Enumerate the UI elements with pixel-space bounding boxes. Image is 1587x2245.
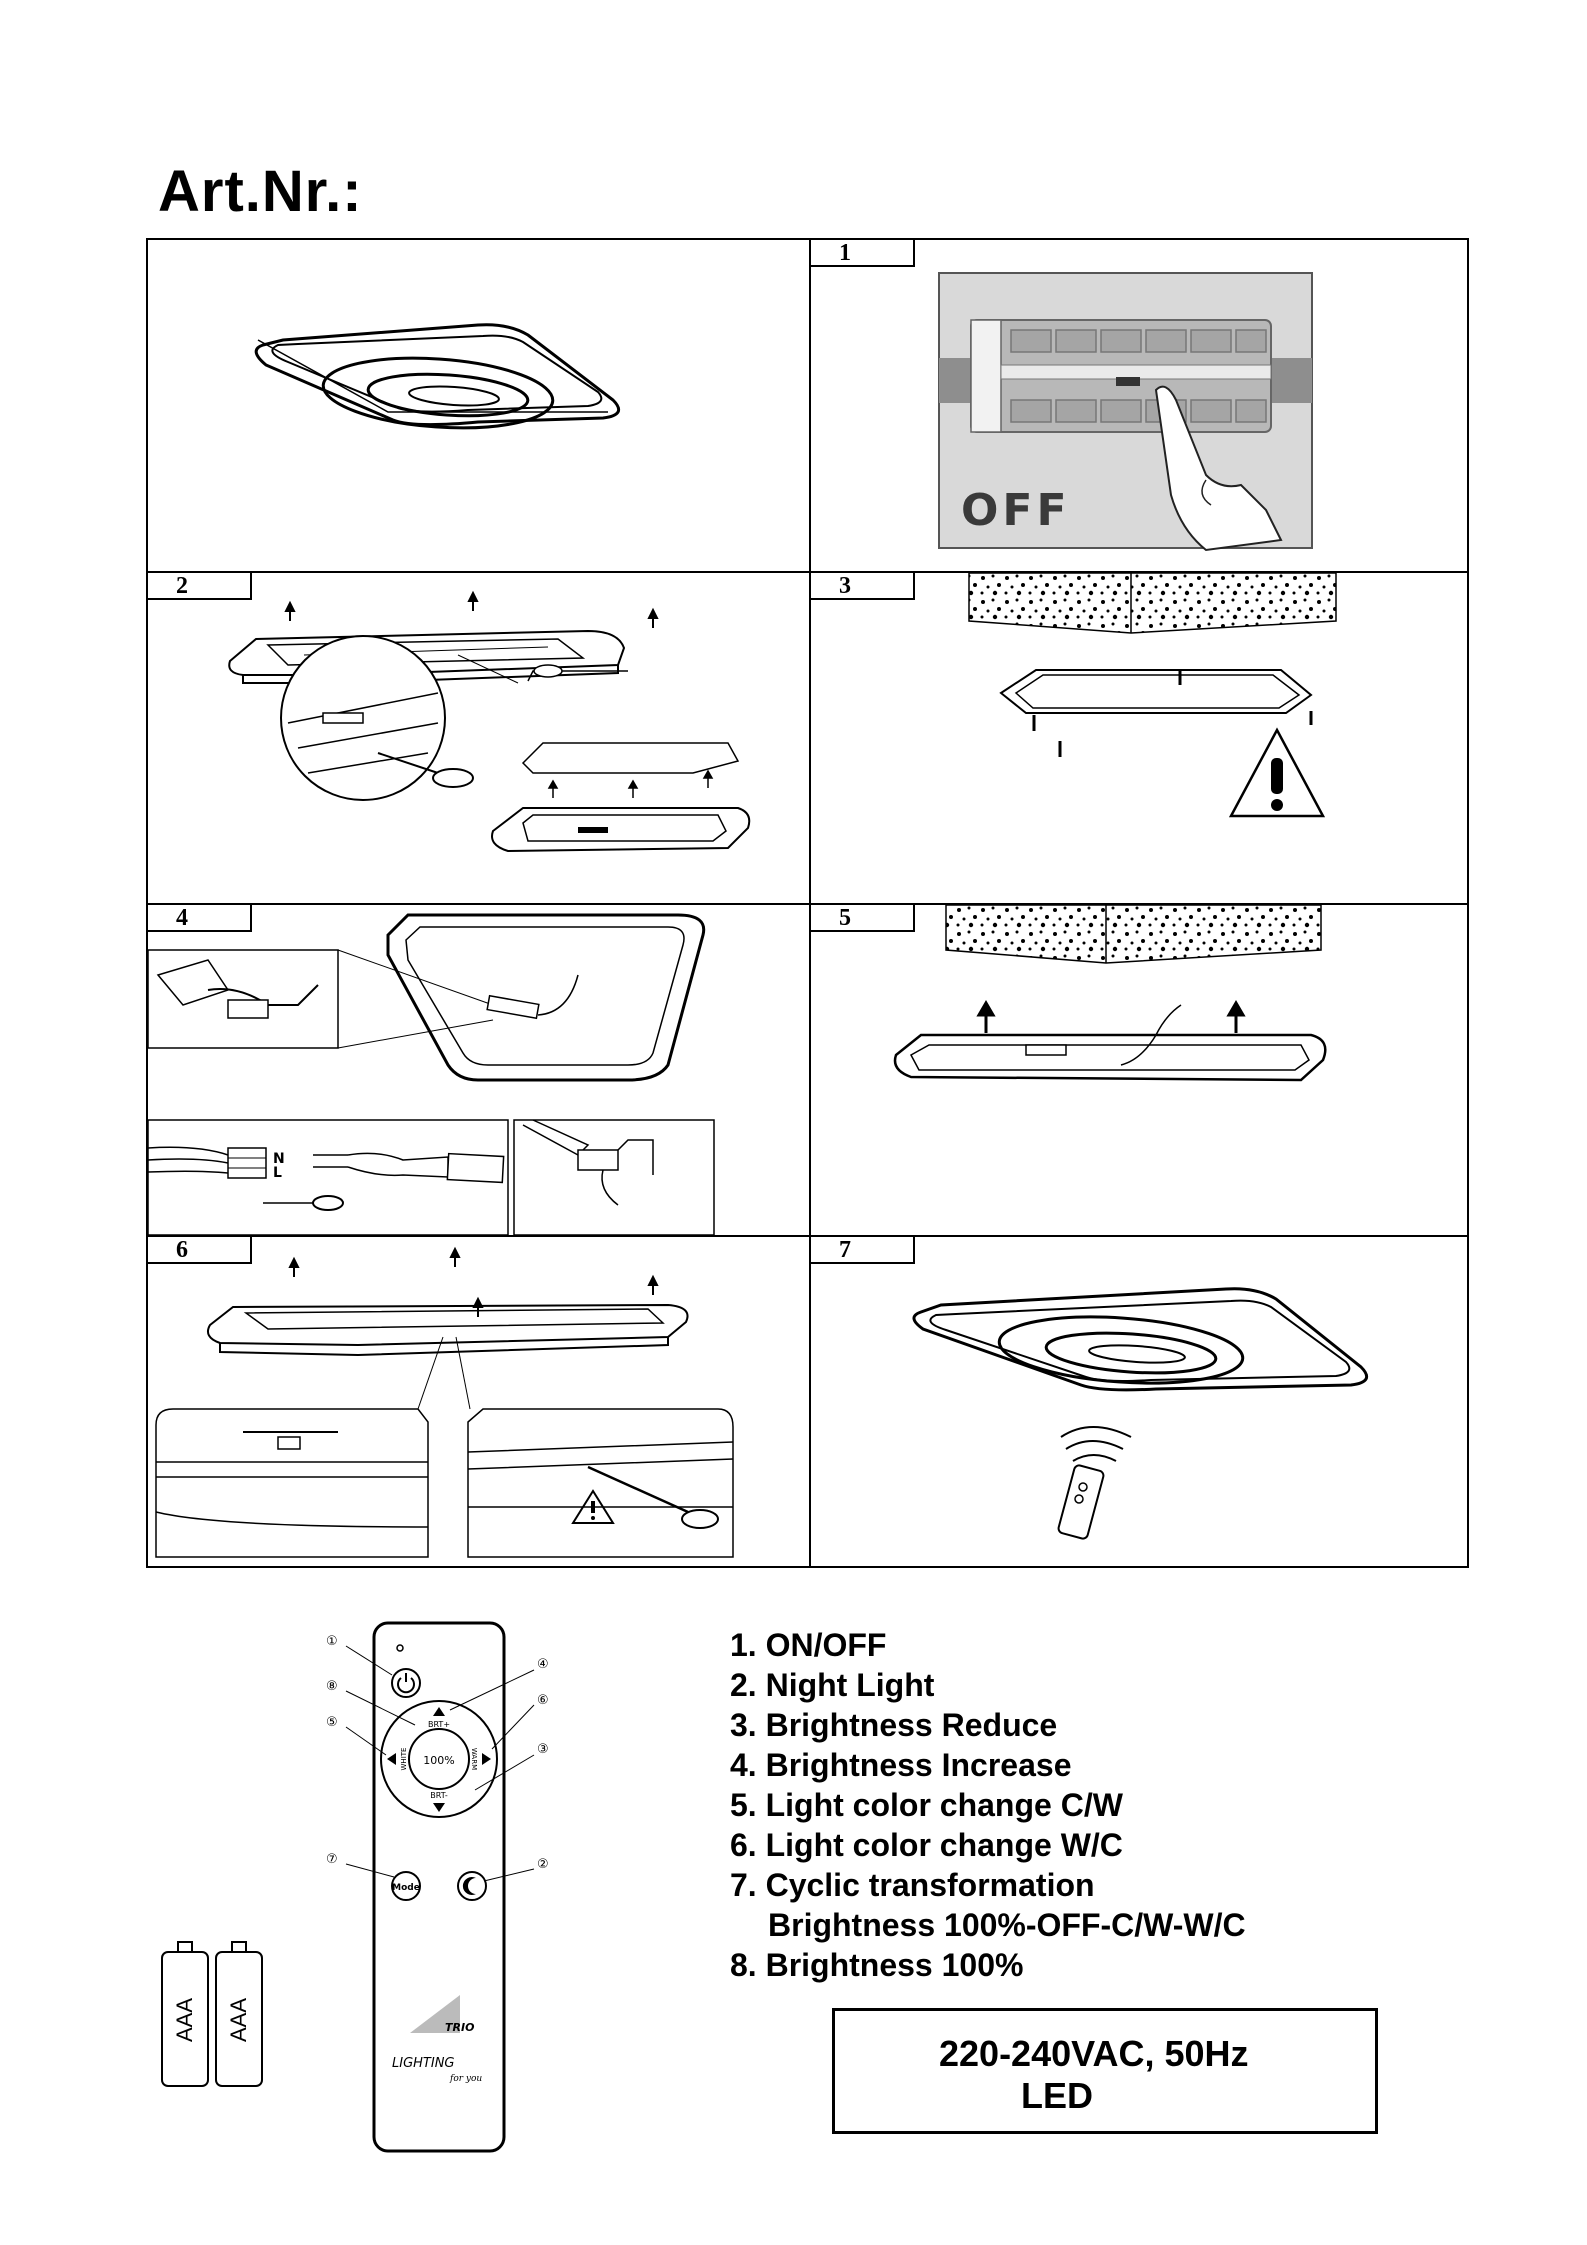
callout-1: ①: [326, 1634, 338, 1649]
switch-off-illustration: OFF: [938, 272, 1313, 552]
wire-label-n: N: [273, 1151, 285, 1167]
legend-item: 6. Light color change W/C: [730, 1827, 1123, 1863]
power-button[interactable]: [391, 1668, 421, 1698]
legend-item: 5. Light color change C/W: [730, 1787, 1123, 1823]
legend-item-continuation: Brightness 100%-OFF-C/W-W/C: [768, 1907, 1246, 1943]
brand-lighting: LIGHTING: [392, 2056, 455, 2071]
grid-divider-row2: [148, 903, 1467, 905]
instruction-grid: 1 OFF 2: [146, 238, 1469, 1568]
brand-trio: TRIO: [445, 2021, 474, 2034]
mode-button-label: Mode: [392, 1883, 420, 1893]
remote-legend: 1. ON/OFF 2. Night Light 3. Brightness R…: [730, 1625, 1246, 1985]
white-arrow-icon[interactable]: [387, 1753, 396, 1765]
callout-2: ②: [537, 1857, 549, 1872]
trio-logo-icon: [410, 1995, 460, 2033]
wiring-illustration: N L: [148, 913, 715, 1235]
fit-diffuser-illustration: [155, 1246, 734, 1558]
step-number: 1: [811, 240, 915, 267]
indicator-led: [396, 1644, 404, 1652]
panel-step-2: 2: [148, 573, 809, 903]
white-label: WHITE: [400, 1748, 408, 1771]
brightness-100-button[interactable]: [408, 1728, 470, 1790]
panel-step-4: 4 N L: [148, 905, 809, 1235]
moon-icon: [462, 1877, 476, 1895]
spec-box: 220-240VAC, 50Hz LED: [832, 2008, 1378, 2134]
remote-control: 100% BRT+ BRT- WHITE WARM Mode TRIO LIGH…: [326, 1621, 549, 2153]
panel-step-6: 6: [148, 1237, 809, 1568]
mode-button[interactable]: [391, 1871, 421, 1901]
panel-step-3: 3: [811, 573, 1471, 903]
legend-item: 2. Night Light: [730, 1667, 935, 1703]
lamp-illustration: [254, 323, 621, 430]
attach-lamp-illustration: [893, 905, 1327, 1082]
wire-label-l: L: [273, 1165, 282, 1181]
night-light-button[interactable]: [457, 1871, 487, 1901]
mount-plate-illustration: [968, 573, 1337, 818]
step-number: 7: [811, 1237, 915, 1264]
panel-product-overview: [148, 240, 809, 571]
step-number: 3: [811, 573, 915, 600]
grid-divider-row1: [148, 571, 1467, 573]
callout-3: ③: [537, 1742, 549, 1757]
battery-1-label: AAA: [172, 1998, 197, 2042]
power-icon: [397, 1677, 415, 1694]
legend-item: 8. Brightness 100%: [730, 1947, 1024, 1983]
panel-step-5: 5: [811, 905, 1471, 1235]
legend-item: 4. Brightness Increase: [730, 1747, 1072, 1783]
battery-2: [215, 1951, 263, 2087]
batteries: AAA AAA: [161, 1941, 263, 2087]
step-number: 2: [148, 573, 252, 600]
grid-divider-row3: [148, 1235, 1467, 1237]
callout-6: ⑥: [537, 1693, 549, 1708]
panel-step-7: 7: [811, 1237, 1471, 1568]
remove-diffuser-illustration: [228, 590, 751, 853]
callout-5: ⑤: [326, 1715, 338, 1730]
step-number: 4: [148, 905, 252, 932]
center-button-label: 100%: [423, 1754, 454, 1767]
off-label: OFF: [961, 485, 1071, 536]
step-number: 5: [811, 905, 915, 932]
battery-2-label: AAA: [226, 1998, 251, 2042]
warm-label: WARM: [470, 1748, 478, 1770]
brand-tagline: for you: [449, 2074, 482, 2084]
brt-minus-arrow-icon[interactable]: [433, 1803, 445, 1812]
brt-plus-arrow-icon[interactable]: [433, 1707, 445, 1716]
warm-arrow-icon[interactable]: [482, 1753, 491, 1765]
brt-minus-label: BRT-: [430, 1791, 448, 1800]
spec-type: LED: [1021, 2075, 1093, 2116]
callout-8: ⑧: [326, 1679, 338, 1694]
panel-step-1: 1 OFF: [811, 240, 1471, 571]
legend-item: 1. ON/OFF: [730, 1627, 887, 1663]
brt-plus-label: BRT+: [428, 1720, 450, 1729]
legend-item: 3. Brightness Reduce: [730, 1707, 1058, 1743]
battery-1: [161, 1951, 209, 2087]
spec-voltage: 220-240VAC, 50Hz: [939, 2033, 1249, 2074]
finished-lamp-illustration: [912, 1287, 1369, 1540]
step-number: 6: [148, 1237, 252, 1264]
callout-7: ⑦: [326, 1852, 338, 1867]
page-title: Art.Nr.:: [158, 159, 363, 224]
legend-item: 7. Cyclic transformation: [730, 1867, 1095, 1903]
callout-4: ④: [537, 1657, 549, 1672]
